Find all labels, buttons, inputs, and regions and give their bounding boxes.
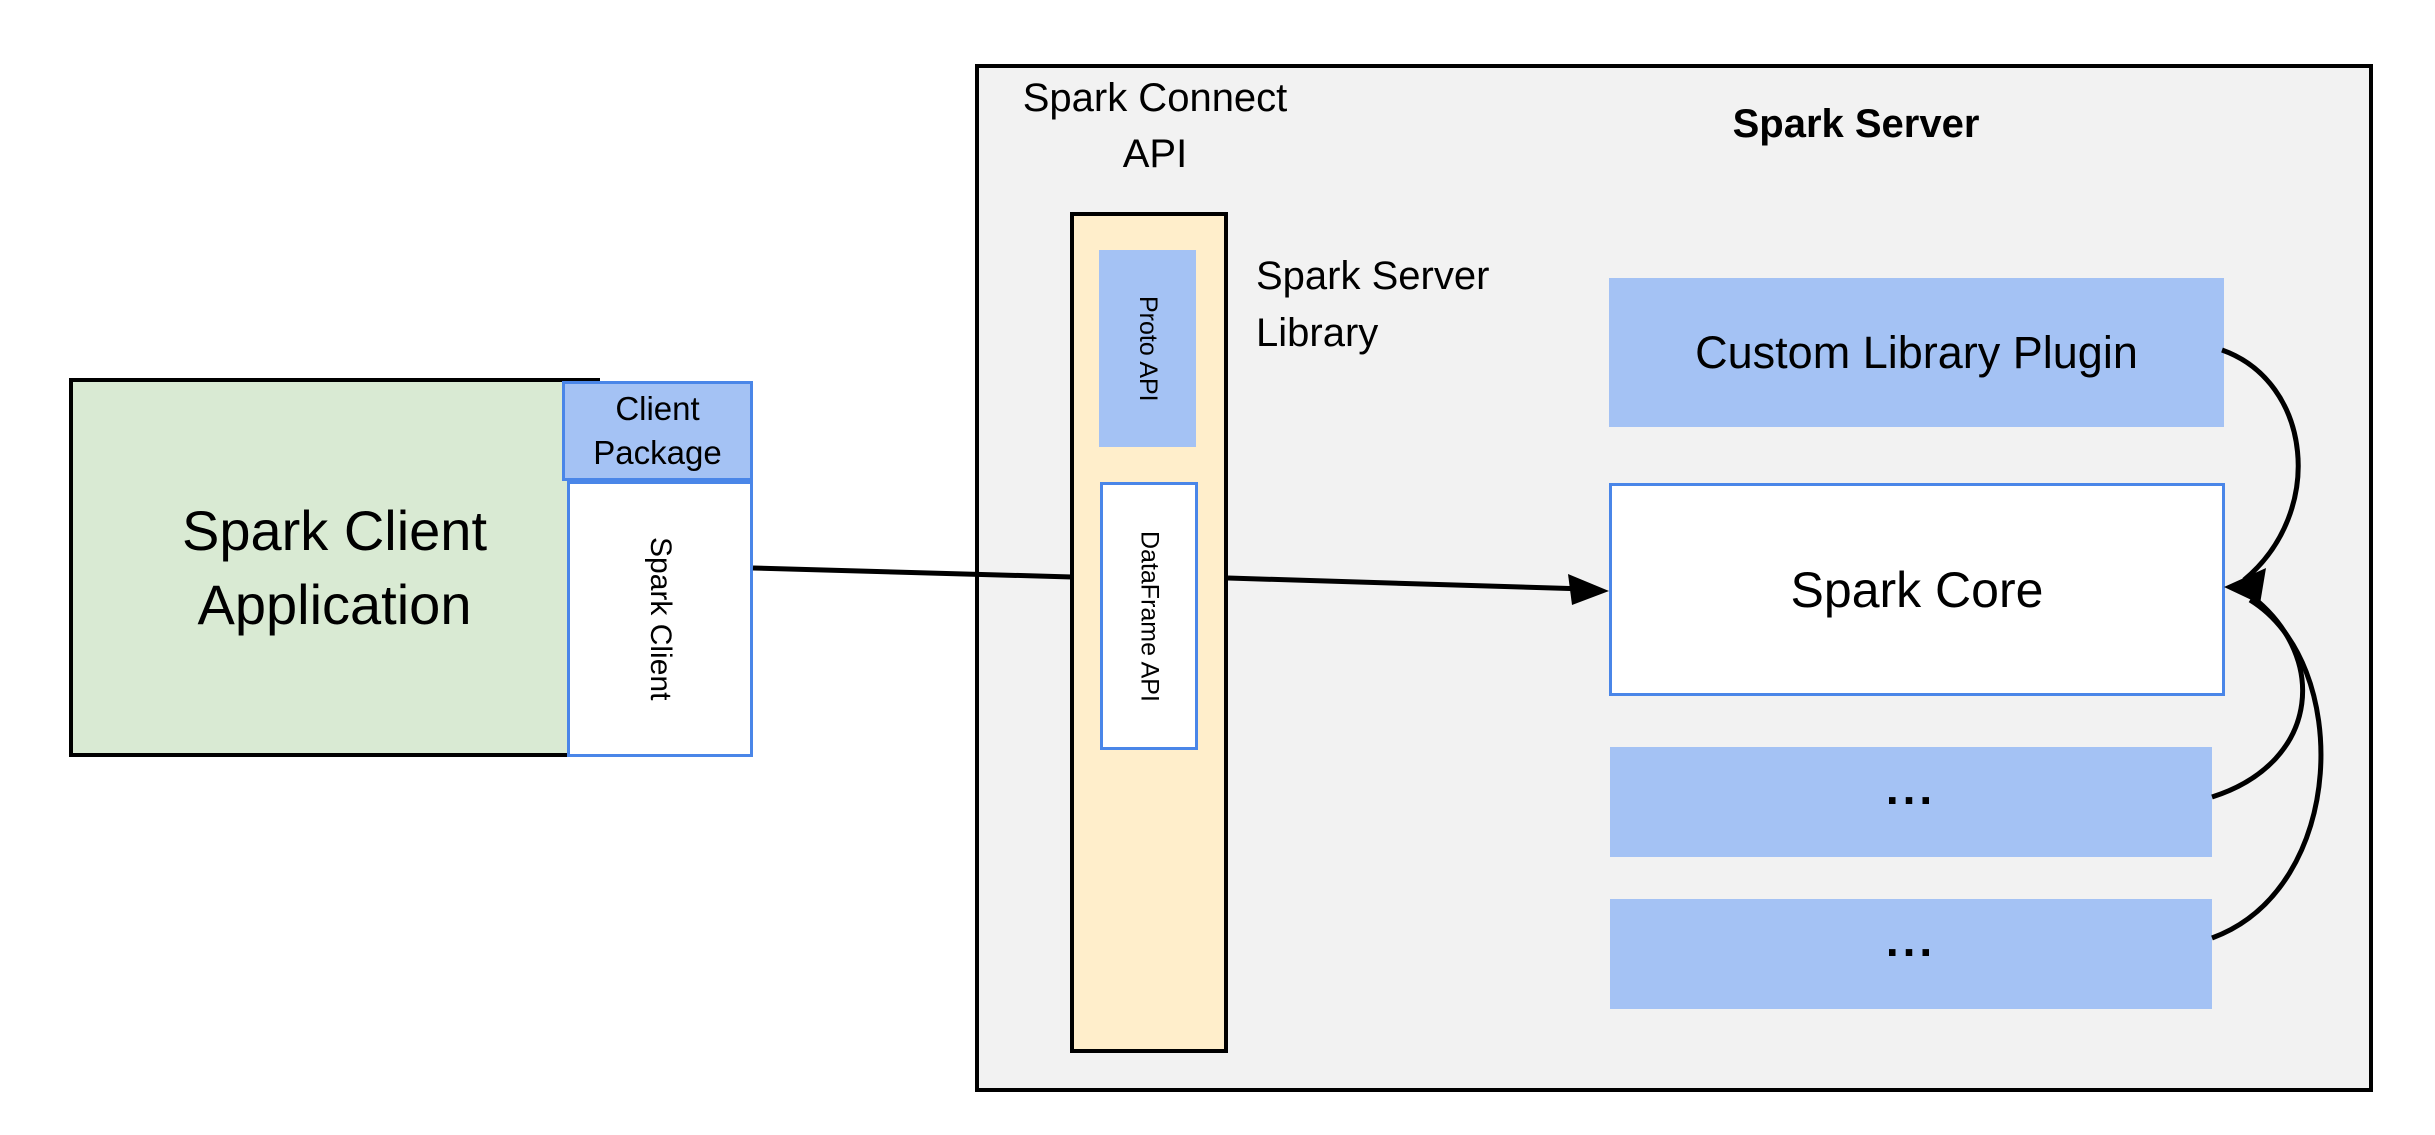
client-package-line2: Package <box>593 434 722 471</box>
additional-plugin-box-2: ... <box>1610 899 2212 1009</box>
ellipsis-1: ... <box>1885 762 1937 814</box>
proto-api-label: Proto API <box>1134 295 1162 402</box>
spark-server-title: Spark Server <box>1732 102 1980 146</box>
spark-client-application-line2: Application <box>197 572 472 636</box>
spark-client-application-label: Spark Client Application <box>182 494 487 642</box>
client-package-line1: Client <box>615 390 700 427</box>
client-package-label: Client Package <box>593 387 721 475</box>
client-package-box: Client Package <box>562 381 753 481</box>
spark-core-box: Spark Core <box>1609 483 2225 696</box>
spark-connect-api-title: Spark Connect API <box>990 70 1320 182</box>
ellipsis-2: ... <box>1885 914 1937 966</box>
spark-connect-api-title-line2: API <box>1122 132 1188 176</box>
proto-api-box: Proto API <box>1099 250 1196 447</box>
spark-server-library-line1: Spark Server <box>1256 254 1490 298</box>
spark-connect-api-title-line1: Spark Connect <box>1022 76 1288 120</box>
spark-client-application-box: Spark Client Application <box>69 378 600 757</box>
spark-client-application-line1: Spark Client <box>181 498 488 562</box>
additional-plugin-box-1: ... <box>1610 747 2212 857</box>
spark-server-library-label: Spark Server Library <box>1256 248 1616 362</box>
spark-server-library-line2: Library <box>1256 311 1379 355</box>
dataframe-api-box: DataFrame API <box>1100 482 1198 750</box>
spark-client-label: Spark Client <box>644 537 677 701</box>
spark-client-box: Spark Client <box>567 481 753 757</box>
custom-library-plugin-box: Custom Library Plugin <box>1609 278 2224 427</box>
dataframe-api-label: DataFrame API <box>1135 530 1164 702</box>
